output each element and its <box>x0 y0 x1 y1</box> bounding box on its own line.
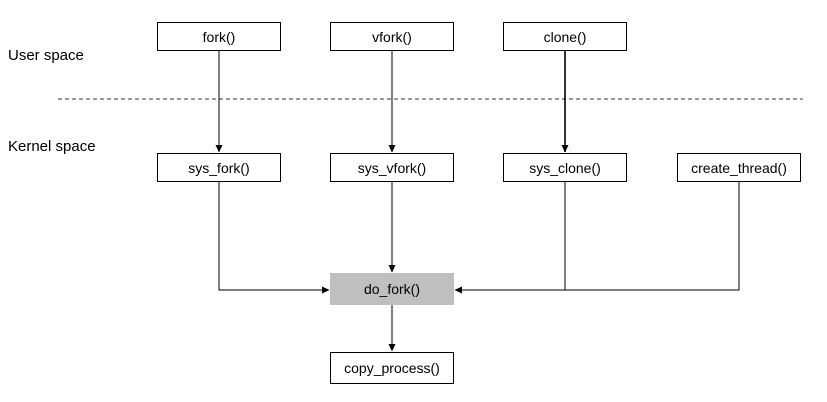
create-thread-node: create_thread() <box>677 153 801 182</box>
copy-process-node: copy_process() <box>330 352 454 384</box>
fork-node: fork() <box>157 22 281 51</box>
do-fork-node: do_fork() <box>330 273 454 305</box>
sys-clone-node: sys_clone() <box>503 153 627 182</box>
arrow-create-thread-to-do-fork <box>454 182 740 294</box>
kernel-space-label: Kernel space <box>8 138 96 155</box>
arrow-sys-fork-to-do-fork <box>218 182 330 294</box>
sys-fork-node: sys_fork() <box>157 153 281 182</box>
user-space-label: User space <box>8 47 84 64</box>
clone-node: clone() <box>503 22 627 51</box>
sys-vfork-node: sys_vfork() <box>330 153 454 182</box>
vfork-node: vfork() <box>330 22 454 51</box>
